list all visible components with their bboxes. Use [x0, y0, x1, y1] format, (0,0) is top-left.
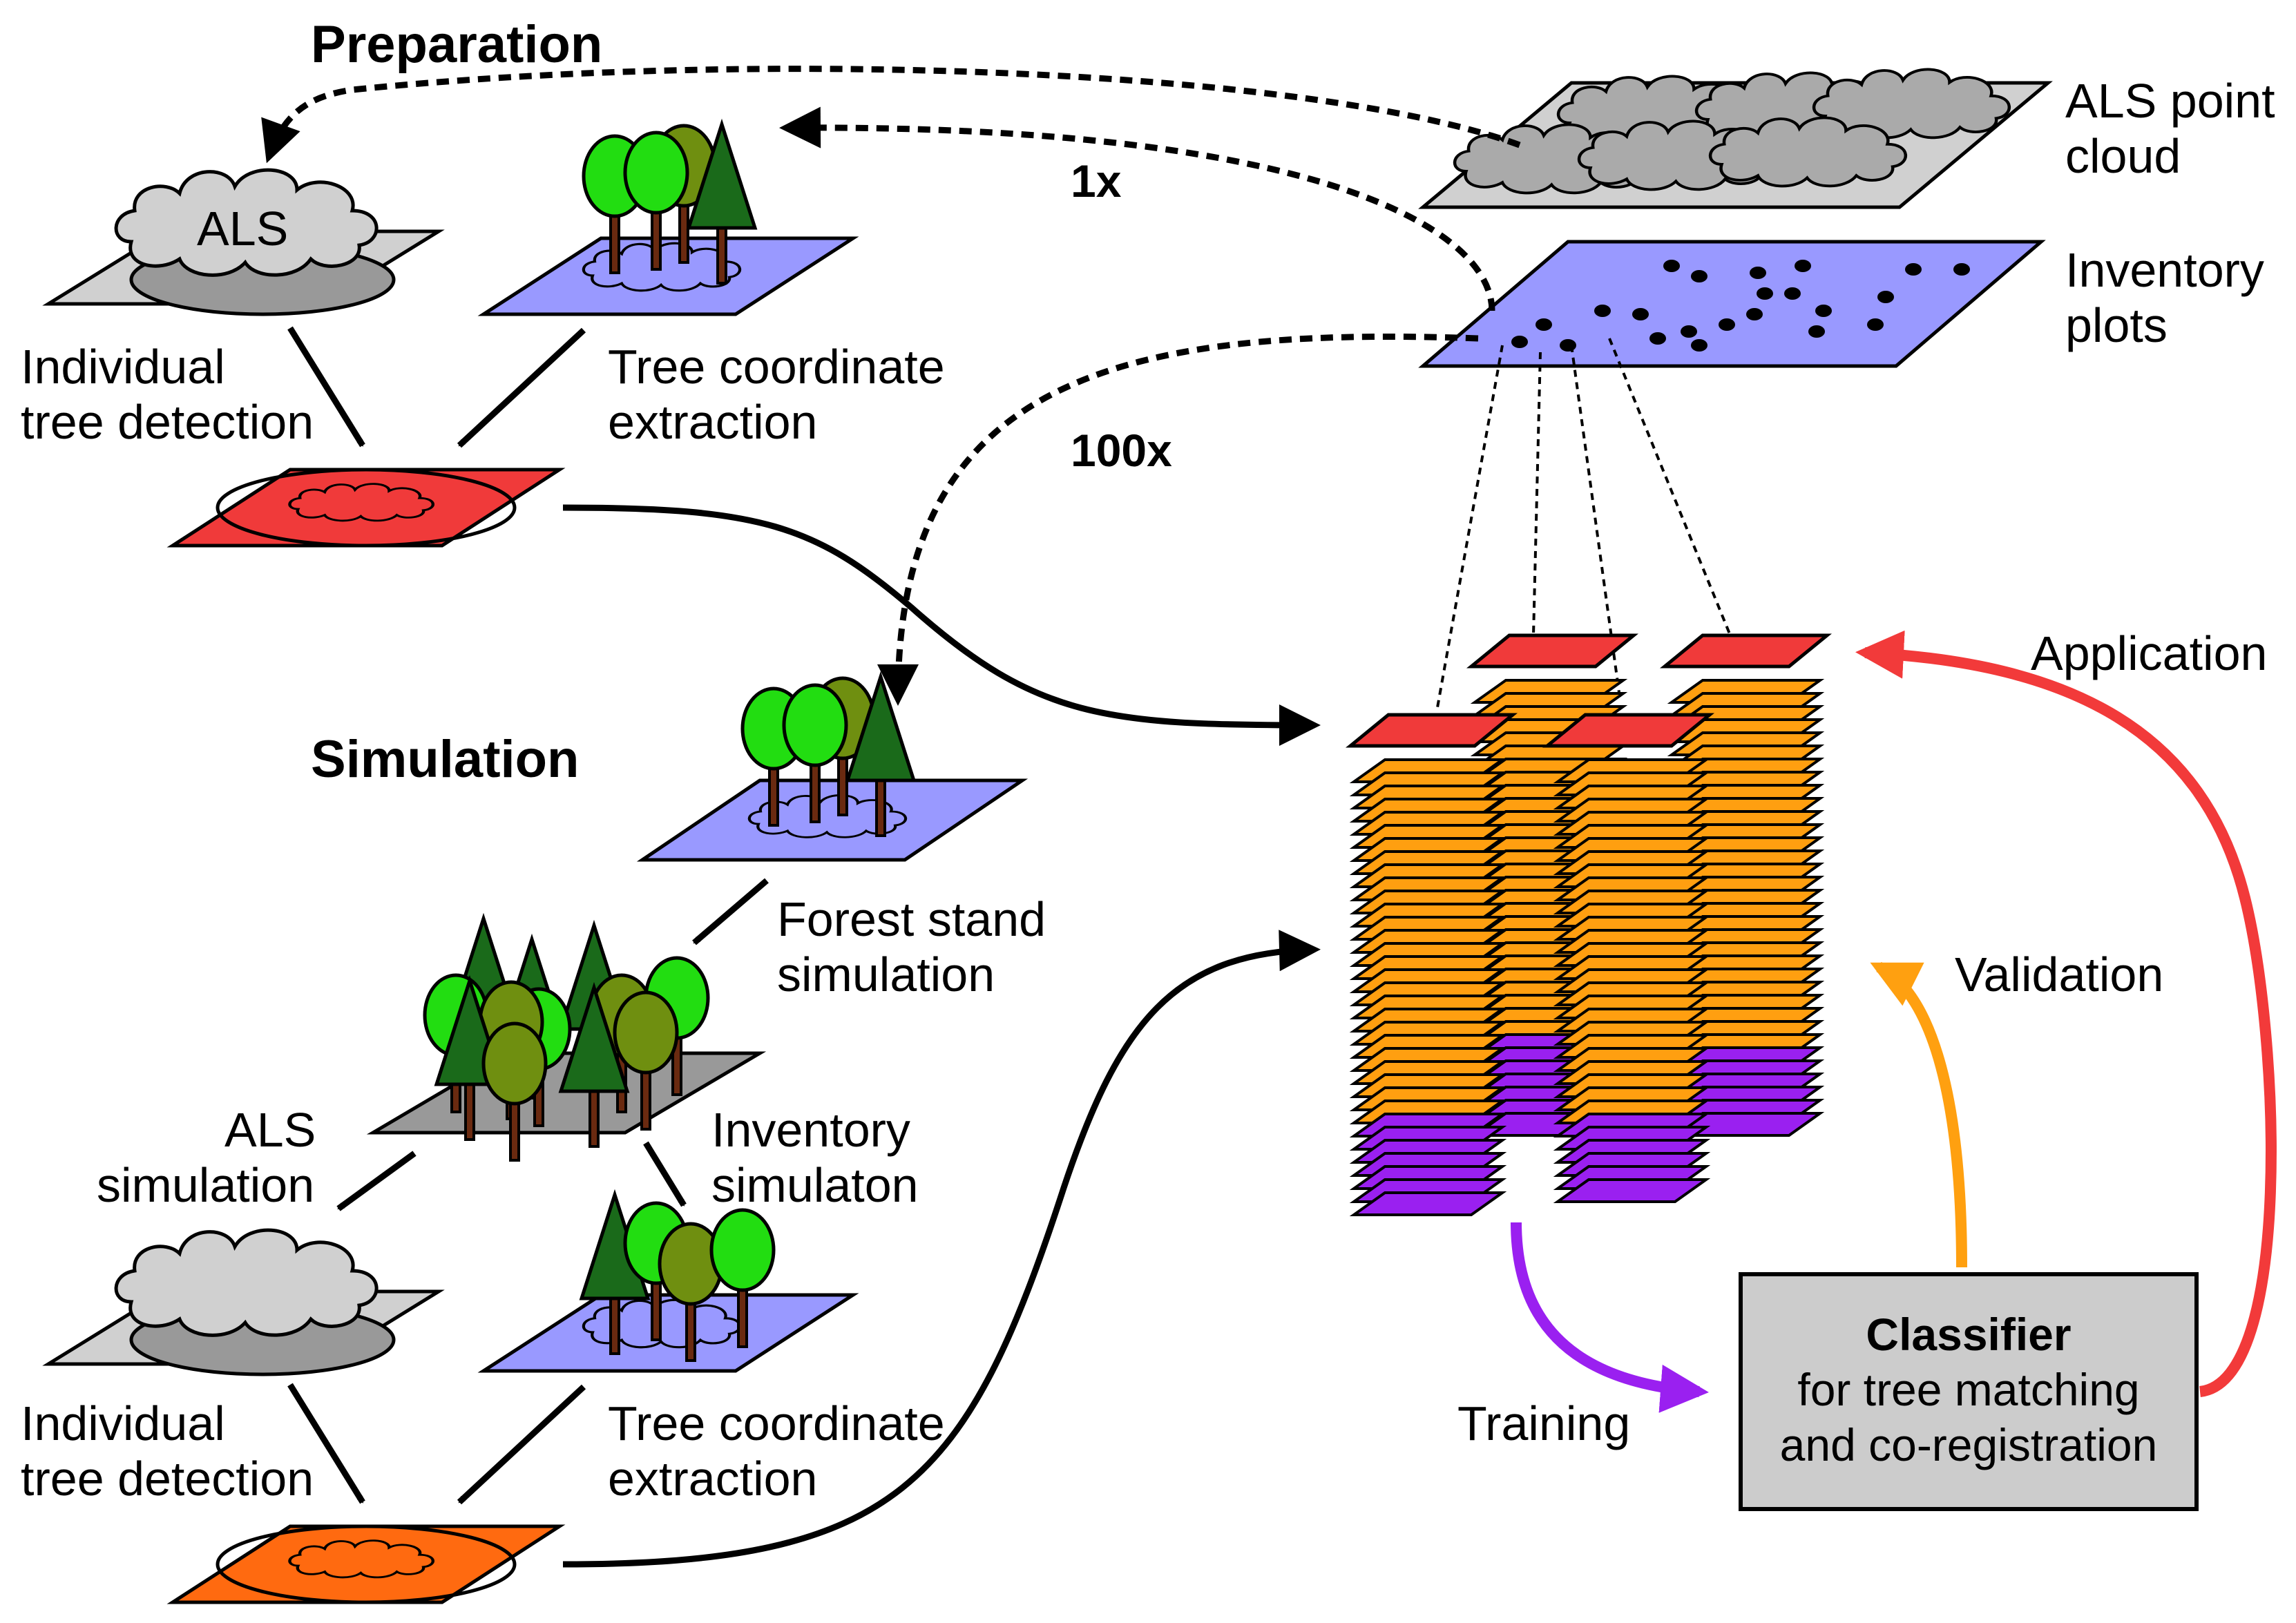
tree-coordinate-extraction-label-1b: extraction — [608, 395, 817, 449]
tree-group-icon — [477, 1195, 859, 1373]
dashed-arrow-inventory — [779, 106, 1495, 311]
validation-arrow — [1870, 961, 1967, 1268]
dashed-arrow-100x — [877, 333, 1479, 706]
prep-matched-plot-icon — [166, 468, 566, 548]
stack-plate — [1553, 1178, 1711, 1203]
individual-tree-detection-label-1b: tree detection — [21, 395, 314, 449]
sim-matched-plot-icon — [166, 1524, 566, 1604]
forest-stand-simulation-label-b: simulation — [777, 948, 995, 1001]
classifier-line1: for tree matching — [1797, 1364, 2139, 1415]
training-label: Training — [1457, 1396, 1630, 1450]
tree-group-icon — [477, 124, 859, 316]
preparation-title: Preparation — [311, 15, 602, 74]
arrow-sim-to-stack — [562, 930, 1321, 1568]
tree-coordinate-extraction-label-2b: extraction — [608, 1452, 817, 1506]
classifier-line2: and co-registration — [1780, 1419, 2158, 1470]
stack-plate — [1349, 1191, 1507, 1216]
als-cloud-label: ALS — [197, 202, 288, 256]
arrow-prep-to-stack — [562, 504, 1321, 746]
simulation-title: Simulation — [311, 730, 579, 789]
repeat-1x-label: 1x — [1071, 155, 1122, 207]
individual-tree-detection-label-2a: Individual — [21, 1396, 225, 1450]
plot-connectors — [1435, 338, 1732, 712]
inventory-simulation-label-b: simulaton — [711, 1158, 919, 1212]
classifier-title: Classifier — [1866, 1309, 2071, 1360]
validation-label: Validation — [1955, 948, 2163, 1001]
application-plots — [1345, 633, 1833, 748]
tree-coordinate-extraction-label-2a: Tree coordinate — [608, 1396, 945, 1450]
als-point-cloud-label-a: ALS point — [2065, 74, 2275, 128]
als-simulation-label-b: simulation — [97, 1158, 314, 1212]
arrow-stand-sim — [692, 878, 769, 945]
inventory-simulation-label-a: Inventory — [711, 1103, 910, 1157]
application-label: Application — [2031, 626, 2267, 680]
dashed-arrow-als — [261, 66, 1521, 164]
arrow-detection-2 — [287, 1383, 365, 1504]
inventory-plots-icon — [1418, 240, 2046, 368]
inventory-plots-label-b: plots — [2065, 298, 2168, 352]
inventory-point-cloud-icon — [1418, 69, 2053, 209]
repeat-100x-label: 100x — [1071, 425, 1172, 476]
tree-coordinate-extraction-label-1a: Tree coordinate — [608, 340, 945, 394]
als-simulation-label-a: ALS — [224, 1103, 316, 1157]
arrow-als-sim — [336, 1151, 417, 1211]
inventory-plots-label-a: Inventory — [2065, 243, 2264, 297]
training-arrow — [1511, 1222, 1709, 1413]
als-point-cloud-label-b: cloud — [2065, 129, 2181, 183]
application-arrow — [1855, 630, 2277, 1397]
forest-stand-icon — [366, 919, 767, 1160]
arrow-inventory-sim — [643, 1141, 687, 1207]
arrow-extraction-1 — [457, 327, 586, 448]
individual-tree-detection-label-2b: tree detection — [21, 1452, 314, 1506]
simulated-stand-seed-icon — [636, 677, 1029, 862]
plot-stacks — [1349, 679, 1825, 1216]
arrow-detection-1 — [287, 326, 365, 448]
arrow-extraction-2 — [457, 1384, 586, 1505]
classifier-box — [1739, 1272, 2199, 1511]
als-cloud-icon — [42, 170, 445, 316]
individual-tree-detection-label-1a: Individual — [21, 340, 225, 394]
als-cloud-icon — [42, 1230, 445, 1376]
forest-stand-simulation-label-a: Forest stand — [777, 892, 1046, 946]
